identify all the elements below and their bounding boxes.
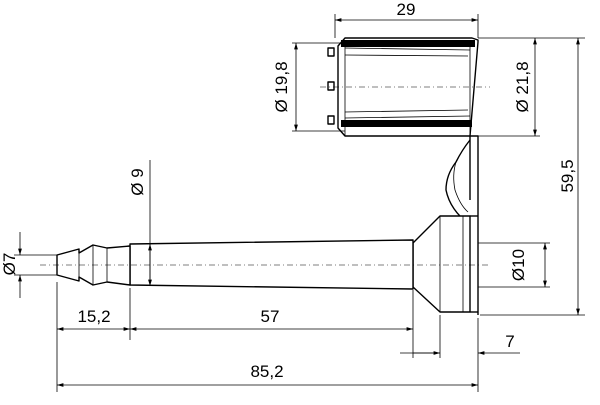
dim-tip-diameter: Ø7 bbox=[0, 253, 19, 276]
dim-tip-length: 15,2 bbox=[77, 307, 110, 326]
dim-flange-thickness: 7 bbox=[505, 332, 514, 351]
center-lines bbox=[40, 86, 490, 266]
dim-shaft-length: 57 bbox=[261, 307, 280, 326]
dim-shaft-diameter: Ø 9 bbox=[128, 168, 147, 195]
dim-total-length: 85,2 bbox=[250, 362, 283, 381]
dim-cap-diameter-large: Ø 21,8 bbox=[513, 61, 532, 112]
dimension-lines bbox=[14, 14, 585, 392]
dim-cap-diameter-small: Ø 19,8 bbox=[272, 61, 291, 112]
flange bbox=[412, 215, 478, 313]
dim-top-width: 29 bbox=[397, 0, 416, 19]
shaft bbox=[129, 239, 414, 290]
dim-total-height: 59,5 bbox=[558, 159, 577, 192]
dim-flange-diameter: Ø10 bbox=[509, 249, 528, 281]
dimension-labels: 29 Ø 19,8 Ø 21,8 59,5 Ø 9 Ø7 Ø10 15,2 57… bbox=[0, 0, 577, 381]
